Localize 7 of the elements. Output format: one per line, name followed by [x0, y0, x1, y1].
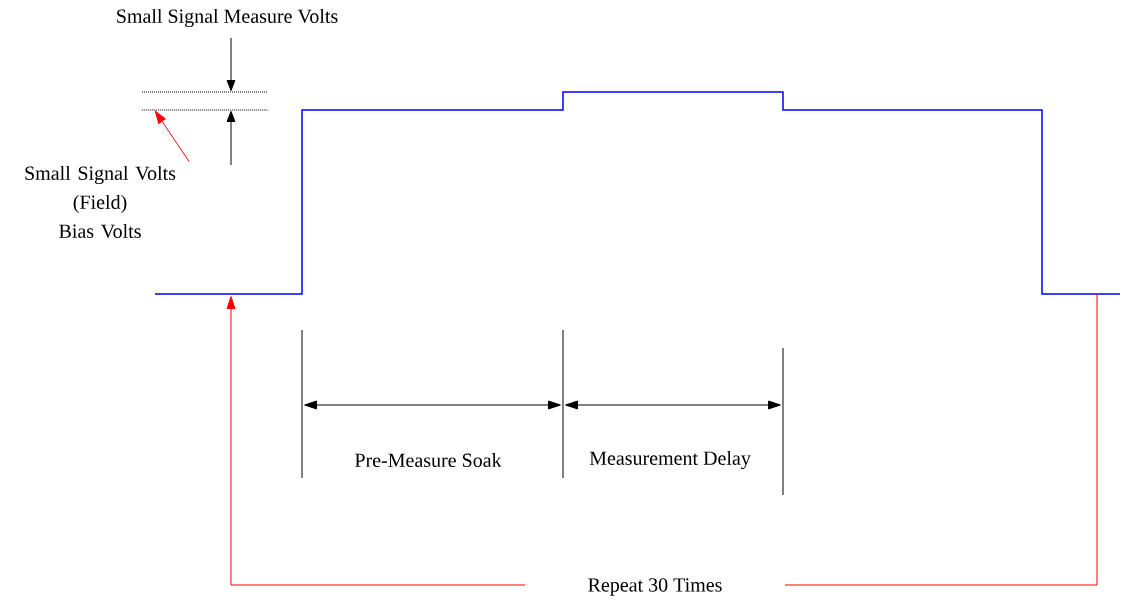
reference-line	[141, 109, 269, 111]
repeat-label: Repeat 30 Times	[588, 578, 722, 596]
dimension-label: Small Signal Measure Volts	[117, 8, 338, 28]
dimension-label: Pre-Measure Soak	[355, 452, 502, 467]
leader-line	[154, 110, 190, 163]
dimension-label: Measurement Delay	[589, 450, 751, 470]
annotation-text: Small Signal Volts (Field) Bias Volts	[25, 165, 176, 239]
